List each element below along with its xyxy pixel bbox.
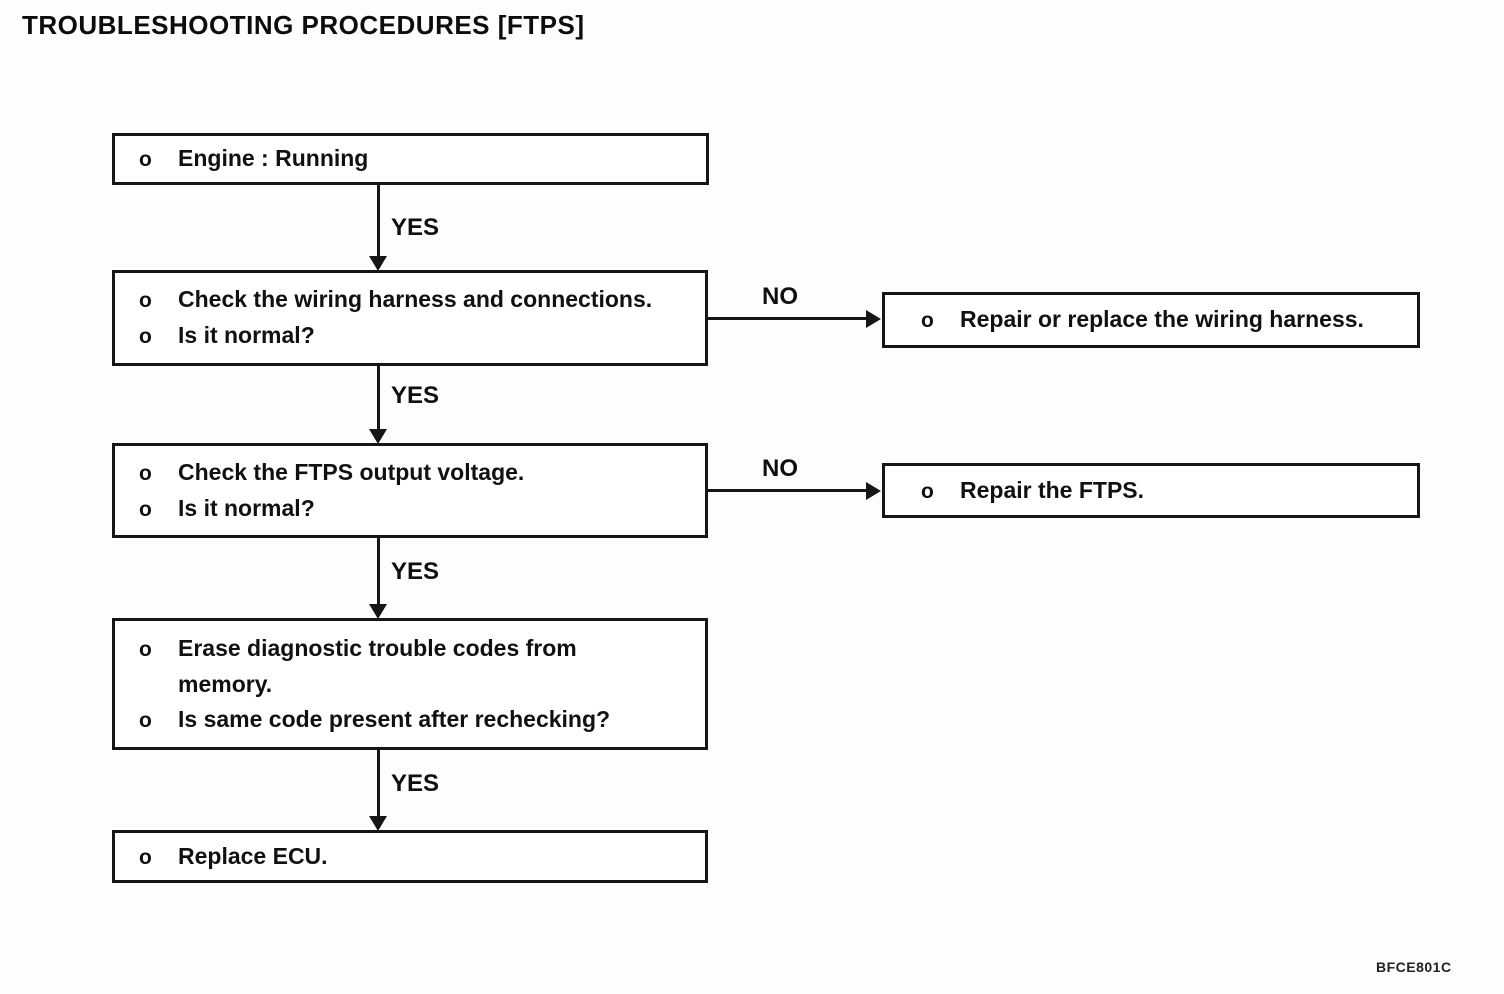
flow-step-replace-ecu: o Replace ECU. [112, 830, 708, 883]
step-line: o Check the wiring harness and connectio… [139, 282, 697, 318]
step-text: Erase diagnostic trouble codes from [178, 634, 577, 661]
arrow-head-right-icon [866, 310, 881, 328]
bullet-marker: o [139, 708, 152, 732]
step-line: o Is same code present after rechecking? [139, 702, 697, 738]
yes-label-3: YES [391, 558, 440, 585]
arrow-head-down-icon [369, 256, 387, 271]
arrow-line-yes-3 [377, 538, 380, 605]
flow-step-check-ftps-voltage: o Check the FTPS output voltage. o Is it… [112, 443, 708, 538]
action-text: Repair or replace the wiring harness. [960, 306, 1364, 332]
bullet-marker: o [139, 289, 152, 312]
action-line: o Repair or replace the wiring harness. [921, 302, 1409, 338]
bullet-marker: o [139, 637, 152, 661]
bullet-marker: o [139, 497, 152, 521]
step-text: Is same code present after rechecking? [178, 705, 611, 732]
step-line-continuation: memory. [139, 667, 697, 702]
step-text: Check the FTPS output voltage. [178, 458, 525, 485]
no-label-2: NO [762, 455, 798, 482]
bullet-marker: o [139, 845, 152, 869]
action-text: Repair the FTPS. [960, 476, 1145, 503]
no-label-1: NO [762, 283, 798, 310]
step-text: Replace ECU. [178, 842, 328, 869]
flow-action-repair-ftps: o Repair the FTPS. [882, 463, 1420, 518]
bullet-marker: o [139, 461, 152, 485]
step-line: o Erase diagnostic trouble codes from [139, 631, 697, 667]
arrow-line-no-2 [708, 489, 868, 492]
step-line: o Replace ECU. [139, 839, 697, 875]
flow-step-erase-codes: o Erase diagnostic trouble codes from me… [112, 618, 708, 750]
flow-action-repair-wiring: o Repair or replace the wiring harness. [882, 292, 1420, 348]
figure-code: BFCE801C [1376, 959, 1452, 975]
bullet-marker: o [921, 479, 934, 503]
step-text: Check the wiring harness and connections… [178, 286, 653, 312]
arrow-head-down-icon [369, 816, 387, 831]
arrow-head-right-icon [866, 482, 881, 500]
step-line: o Is it normal? [139, 318, 697, 354]
flow-step-check-wiring: o Check the wiring harness and connectio… [112, 270, 708, 366]
step-line: o Engine : Running [139, 141, 698, 177]
step-text: Is it normal? [178, 322, 315, 348]
action-line: o Repair the FTPS. [921, 473, 1409, 509]
arrow-head-down-icon [369, 429, 387, 444]
arrow-line-yes-4 [377, 750, 380, 817]
yes-label-1: YES [391, 214, 440, 241]
arrow-line-yes-1 [377, 185, 380, 257]
step-text: Is it normal? [178, 494, 315, 521]
flow-step-engine-running: o Engine : Running [112, 133, 709, 185]
arrow-line-no-1 [708, 317, 868, 320]
yes-label-2: YES [391, 382, 440, 409]
bullet-marker: o [139, 325, 152, 348]
step-text: memory. [178, 670, 273, 697]
step-text: Engine : Running [178, 145, 369, 171]
bullet-marker: o [921, 309, 934, 332]
bullet-marker: o [139, 148, 152, 171]
page-title: TROUBLESHOOTING PROCEDURES [FTPS] [22, 10, 585, 40]
arrow-head-down-icon [369, 604, 387, 619]
step-line: o Check the FTPS output voltage. [139, 455, 697, 491]
yes-label-4: YES [391, 770, 440, 797]
arrow-line-yes-2 [377, 366, 380, 430]
step-line: o Is it normal? [139, 491, 697, 527]
